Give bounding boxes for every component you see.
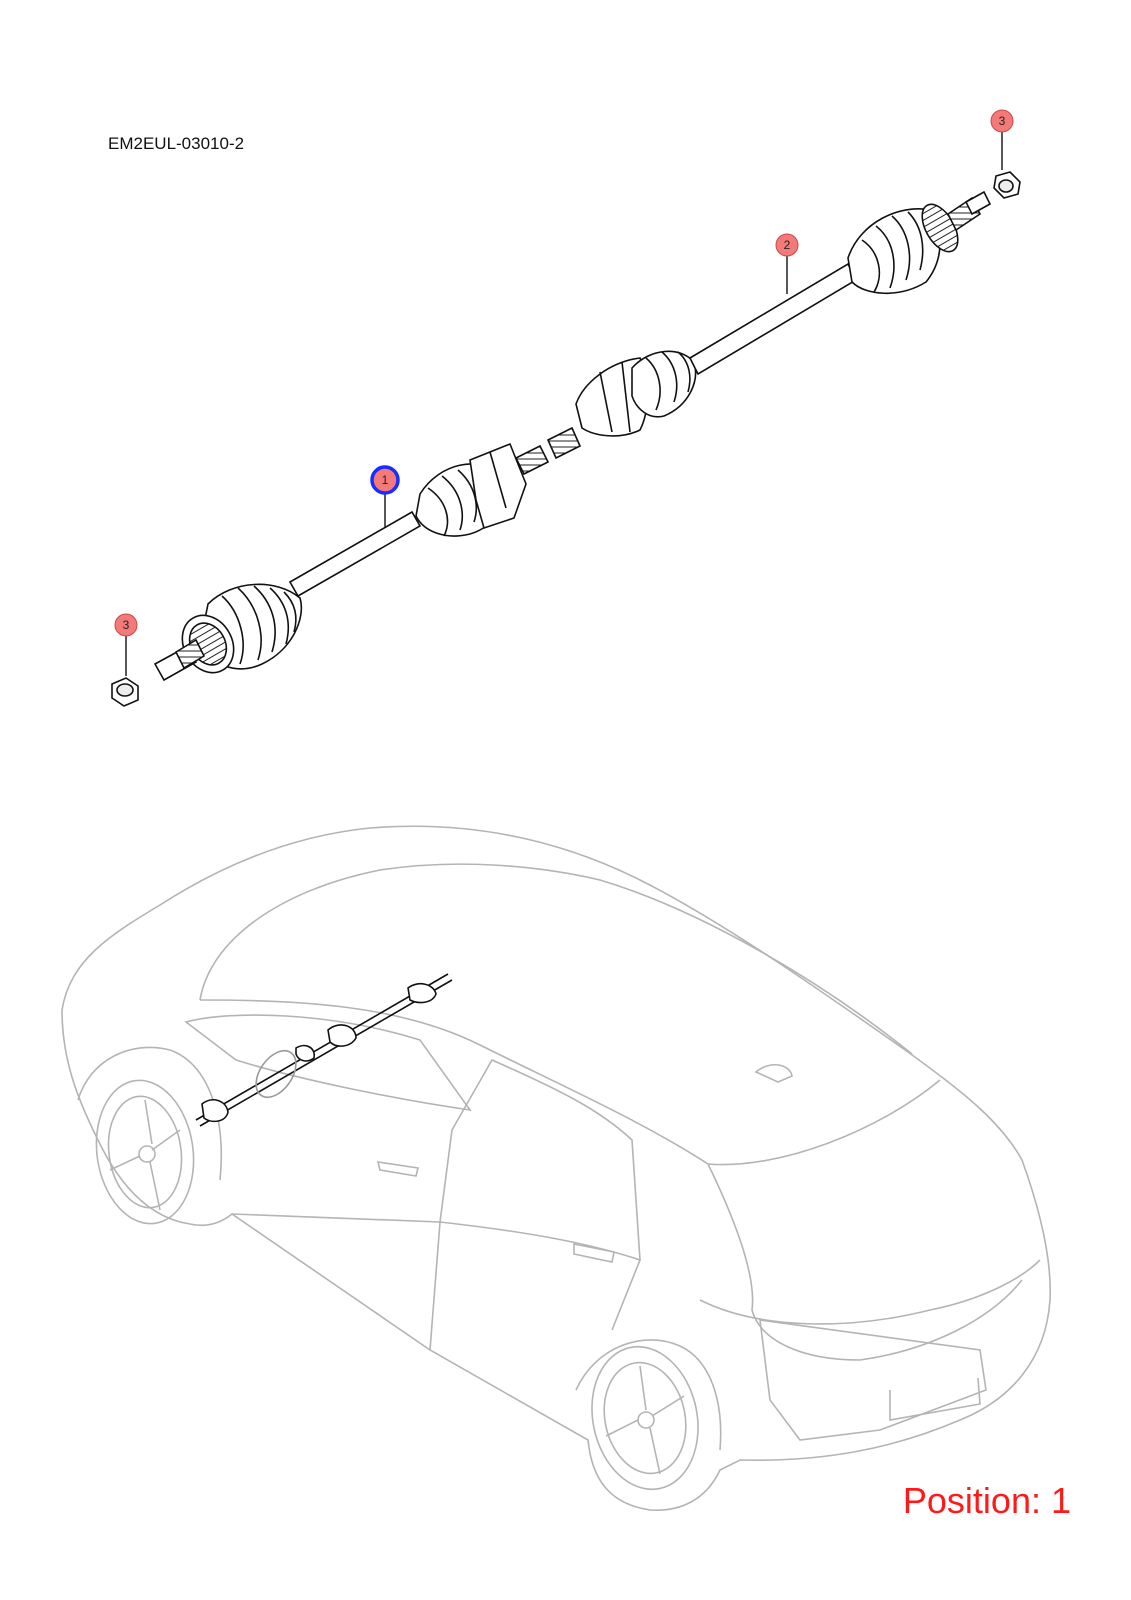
hub-nut-bottom[interactable]	[111, 677, 139, 707]
car-locator-illustration	[61, 825, 1052, 1511]
callout-3-bottom-label: 3	[123, 618, 130, 632]
position-indicator: Position: 1	[902, 1480, 1071, 1521]
callout-2-label: 2	[784, 238, 791, 252]
callout-1[interactable]: 1	[370, 465, 400, 528]
left-driveshaft[interactable]	[153, 442, 550, 682]
car-driveshaft-highlight	[195, 973, 453, 1127]
hub-nut-top[interactable]	[993, 171, 1021, 199]
diagram-code: EM2EUL-03010-2	[108, 134, 245, 153]
callout-3-bottom[interactable]: 3	[114, 613, 138, 676]
callout-3-top[interactable]: 3	[990, 109, 1014, 170]
callout-2[interactable]: 2	[775, 233, 799, 294]
callout-1-label: 1	[382, 473, 389, 487]
right-driveshaft[interactable]	[546, 190, 992, 460]
callout-3-top-label: 3	[999, 114, 1006, 128]
